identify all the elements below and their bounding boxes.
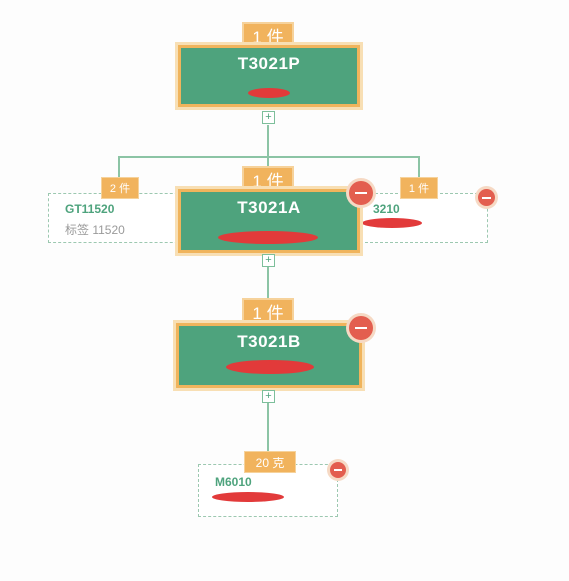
left-node-card[interactable]: GT11520 标签 11520: [48, 193, 188, 243]
center-node-card[interactable]: T3021A: [178, 189, 360, 253]
connector-center-drop: [267, 156, 269, 166]
connector-right-drop: [418, 156, 420, 178]
root-expand-toggle[interactable]: +: [262, 111, 275, 124]
center-expand-toggle[interactable]: +: [262, 254, 275, 267]
b-qty-badge: 1 件: [242, 298, 294, 326]
root-node-code: T3021P: [237, 54, 301, 73]
center-remove-icon[interactable]: [349, 181, 373, 205]
b-remove-icon[interactable]: [349, 316, 373, 340]
connector-a-to-b: [267, 266, 269, 298]
connector-left-drop: [118, 156, 120, 178]
left-node-name: 标签 11520: [65, 223, 125, 237]
right-name-redaction: [362, 218, 422, 228]
m-node-code: M6010: [215, 475, 252, 489]
right-node-code: 3210: [373, 202, 400, 216]
b-expand-toggle[interactable]: +: [262, 390, 275, 403]
left-node-code: GT11520: [65, 202, 115, 216]
right-qty-badge: 1 件: [400, 177, 438, 199]
m-remove-icon[interactable]: [330, 462, 346, 478]
connector-level1-horizontal: [118, 156, 420, 158]
b-name-redaction: [226, 360, 314, 374]
center-name-redaction: [218, 231, 318, 244]
left-qty-badge: 2 件: [101, 177, 139, 199]
m-qty-badge: 20 克: [244, 451, 296, 473]
m-name-redaction: [212, 492, 284, 502]
connector-b-to-m: [267, 402, 269, 452]
b-node-card[interactable]: T3021B: [176, 323, 362, 388]
b-node-code: T3021B: [237, 332, 301, 351]
center-node-code: T3021A: [237, 198, 301, 217]
connector-root-down: [267, 125, 269, 157]
right-node-card[interactable]: 3210: [350, 193, 488, 243]
root-name-redaction: [248, 88, 290, 98]
right-remove-icon[interactable]: [478, 189, 495, 206]
